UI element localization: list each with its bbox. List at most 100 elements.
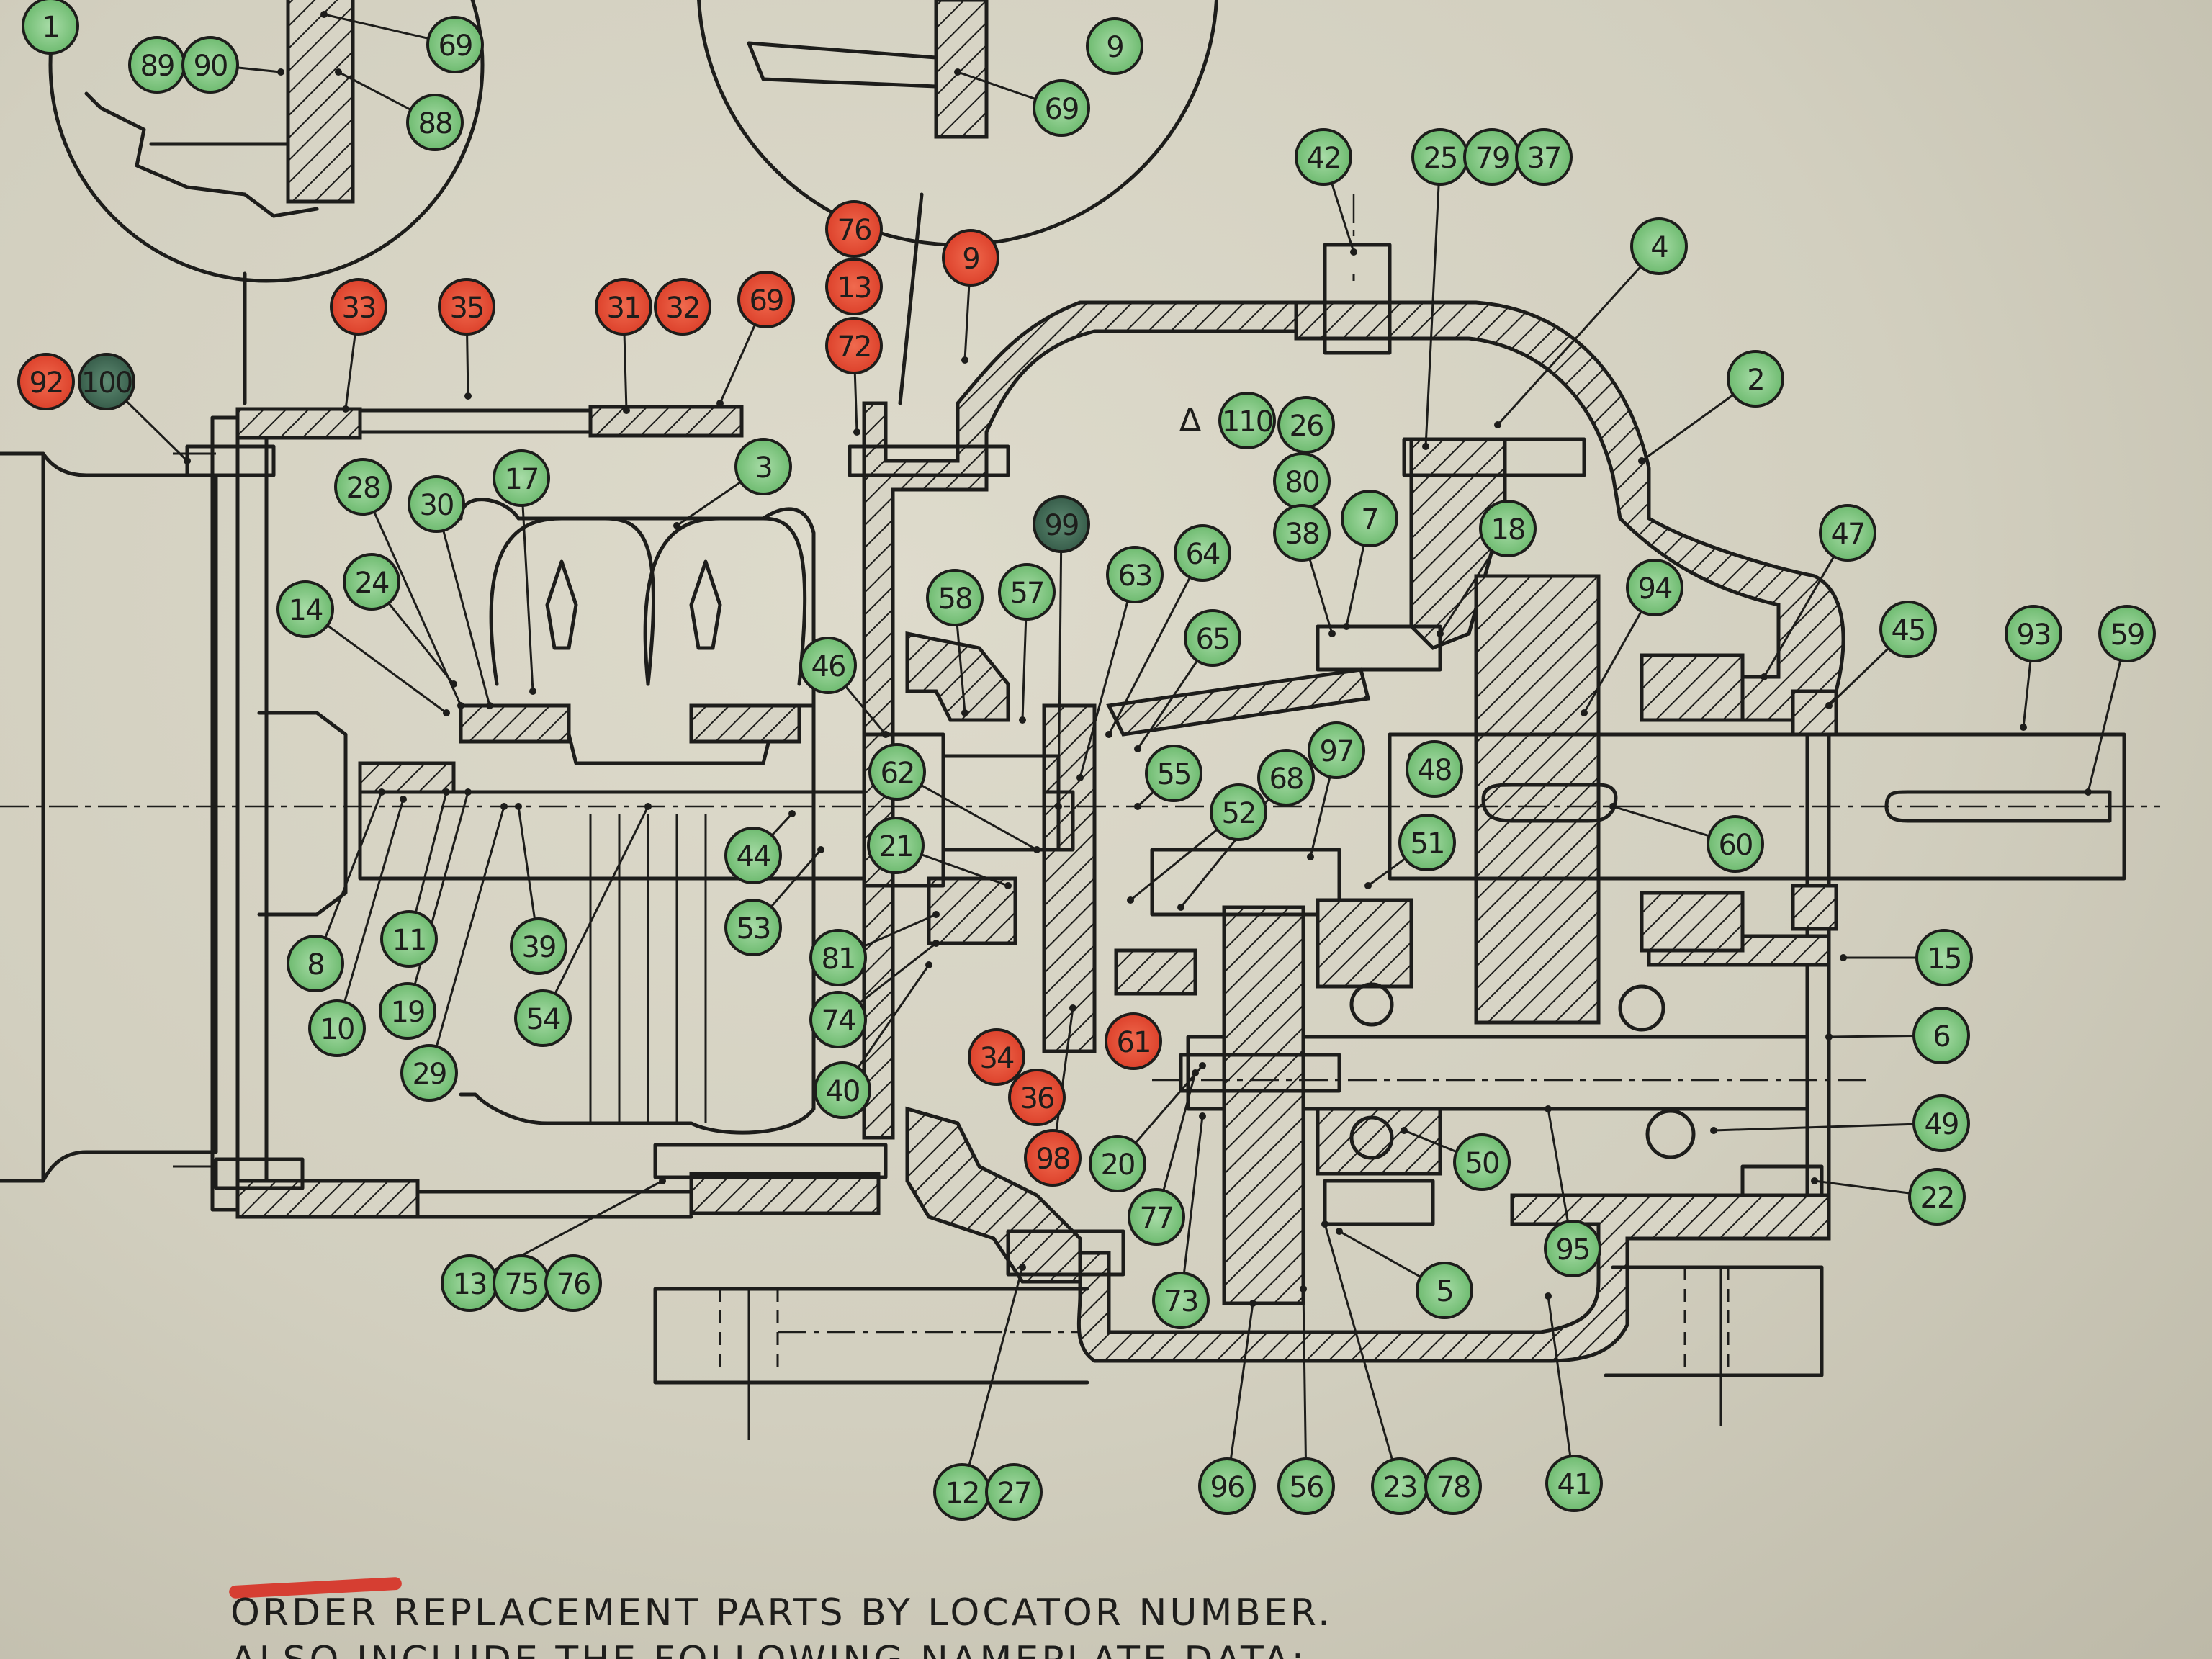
callout-number: 49	[1925, 1108, 1959, 1141]
callout-circle	[287, 935, 344, 992]
leader-line	[324, 791, 383, 939]
callout-number: 15	[1928, 943, 1961, 976]
bolts	[185, 243, 1824, 1277]
callout-57-green: 57	[998, 563, 1056, 621]
callout-circle	[737, 271, 795, 328]
callout-circle	[1819, 504, 1876, 562]
callout-number: 81	[822, 943, 855, 976]
leader-line	[1583, 611, 1642, 714]
callout-number: 7	[1361, 503, 1377, 536]
leader-arrowhead	[1364, 882, 1372, 889]
leader-line	[859, 942, 937, 1004]
leader-arrowhead	[1177, 904, 1184, 911]
callout-number: 24	[355, 567, 389, 600]
leader-arrowhead	[1350, 248, 1357, 256]
callout-96-green: 96	[1198, 1457, 1256, 1515]
leader-arrowhead	[184, 457, 191, 464]
leader-arrowhead	[817, 846, 824, 853]
callout-number: 56	[1290, 1471, 1323, 1504]
callout-number: 31	[607, 292, 641, 325]
leader-line	[920, 784, 1038, 851]
callout-11-green: 11	[380, 910, 438, 968]
callout-number: 59	[2110, 619, 2144, 652]
leader-line	[2087, 660, 2122, 793]
leader-arrowhead	[882, 731, 889, 738]
callout-circle	[1086, 17, 1143, 75]
callout-number: 42	[1307, 142, 1341, 175]
callout-number: 94	[1638, 572, 1672, 606]
callout-99-dark: 99	[1033, 495, 1090, 553]
callout-circle	[1908, 1168, 1966, 1226]
callout-circle	[1218, 392, 1276, 449]
callout-circle	[426, 16, 484, 73]
callout-circle	[1626, 559, 1683, 616]
callout-42-green: 42	[1295, 128, 1352, 186]
callout-number: 62	[881, 757, 914, 790]
leader-arrowhead	[450, 680, 457, 688]
leader-lines	[125, 11, 2122, 1466]
callout-6-green: 6	[1912, 1007, 1970, 1064]
callout-68-green: 68	[1257, 749, 1315, 806]
leader-line	[1308, 558, 1334, 634]
callout-53-green: 53	[724, 899, 782, 956]
callout-circle	[1515, 128, 1573, 186]
callout-number: 110	[1222, 405, 1272, 439]
leader-line	[344, 333, 356, 410]
leader-arrowhead	[1127, 896, 1134, 904]
leader-arrowhead	[1249, 1300, 1256, 1307]
leader-arrowhead	[623, 407, 630, 414]
leader-arrowhead	[954, 68, 961, 76]
leader-line	[957, 71, 1036, 100]
leader-arrowhead	[464, 788, 472, 796]
callout-number: 68	[1269, 763, 1303, 796]
callout-circle	[2005, 605, 2062, 662]
leader-line	[719, 324, 756, 404]
callout-number: 9	[1106, 31, 1123, 64]
leader-arrowhead	[788, 810, 796, 817]
callout-69-green: 69	[426, 16, 484, 73]
callout-21-green: 21	[867, 817, 925, 874]
callout-35-red: 35	[438, 278, 495, 336]
leader-line	[442, 530, 491, 706]
leader-arrowhead	[342, 405, 349, 413]
callout-circle	[734, 438, 792, 495]
callout-circle	[926, 569, 984, 626]
callout-33-red: 33	[330, 278, 387, 336]
leader-arrowhead	[1328, 630, 1336, 637]
leader-arrowhead	[277, 68, 284, 76]
center-lines	[0, 194, 2160, 1082]
leader-line	[1021, 619, 1028, 721]
leader-line	[1547, 1295, 1572, 1457]
leader-arrowhead	[2020, 724, 2027, 731]
leader-arrowhead	[1710, 1127, 1717, 1134]
callout-circle	[968, 1028, 1025, 1086]
callout-number: 95	[1556, 1233, 1590, 1267]
callout-45-green: 45	[1879, 601, 1937, 658]
callout-61-red: 61	[1105, 1012, 1162, 1070]
callout-number: 37	[1527, 142, 1561, 175]
callout-circle	[1033, 495, 1090, 553]
leader-line	[517, 806, 536, 920]
callout-number: 57	[1010, 577, 1044, 610]
callout-number: 79	[1475, 142, 1509, 175]
callout-number: 75	[505, 1268, 539, 1301]
leader-line	[623, 333, 628, 411]
brake-coils	[459, 516, 807, 744]
callout-circle	[379, 982, 436, 1040]
leader-line	[1641, 394, 1735, 462]
callout-55-green: 55	[1145, 745, 1202, 802]
callout-circle	[276, 580, 334, 638]
callout-number: 76	[557, 1268, 590, 1301]
callout-48-green: 48	[1406, 740, 1463, 798]
callout-38-green: 38	[1273, 504, 1331, 562]
base-foot	[653, 1265, 1824, 1440]
callout-circle	[814, 1061, 871, 1119]
nameplate-note: ALSO INCLUDE THE FOLLOWING NAMEPLATE DAT…	[230, 1639, 1307, 1659]
callout-number: 50	[1465, 1147, 1499, 1180]
callout-97-green: 97	[1308, 721, 1365, 779]
callout-circle	[825, 258, 883, 315]
leader-line	[676, 481, 742, 527]
callout-circle	[1912, 1007, 1970, 1064]
callout-59-green: 59	[2098, 605, 2156, 662]
callout-circle	[514, 989, 572, 1047]
